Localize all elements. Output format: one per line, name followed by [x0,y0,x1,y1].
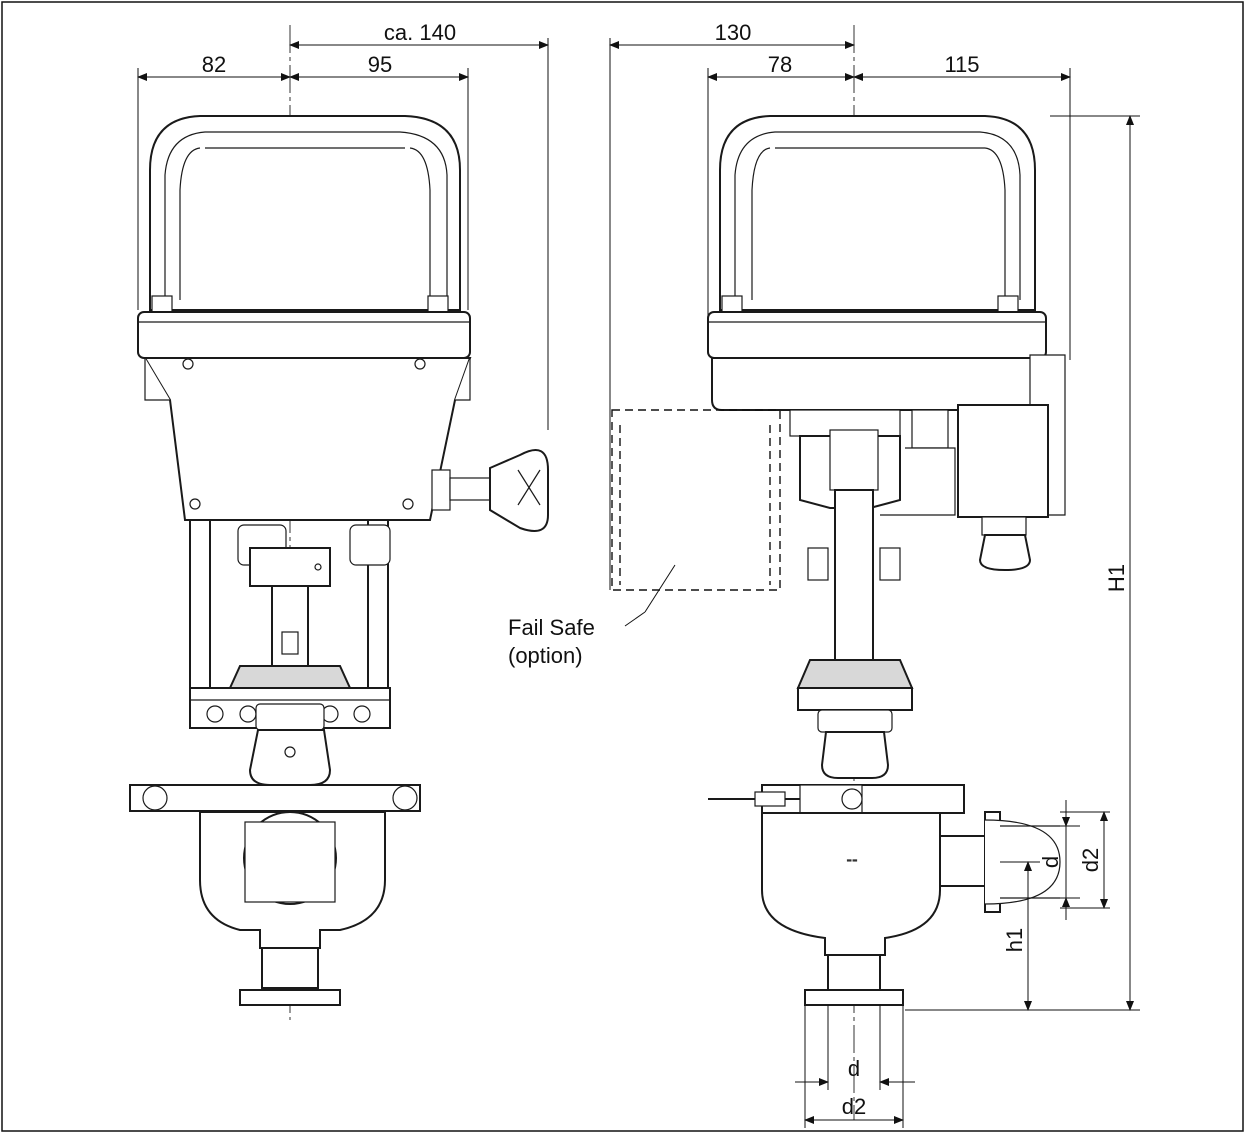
left-bonnet-nut [228,665,352,689]
left-bottom-ferrule [239,989,341,1006]
left-actuator-housing [143,357,472,521]
left-actuator-flange [137,311,471,359]
dim-label-130: 130 [715,20,752,45]
fail-safe-option-label: (option) [508,643,583,668]
left-view: ca. 140 82 95 [129,20,549,1020]
right-side-port [939,835,986,887]
dim-label-H1: H1 [1104,564,1129,592]
cable-gland [978,534,1032,572]
right-view: 130 78 115 [508,20,1140,1128]
right-actuator-housing [711,357,1041,411]
right-valve-neck [820,731,890,779]
right-bonnet-nut [796,659,914,689]
right-valve-body [761,812,941,956]
dim-label-side-d: d [1038,856,1063,868]
dim-label-h1: h1 [1002,928,1027,952]
fail-safe-outline [611,409,781,591]
svg-text:▬▬: ▬▬ [846,857,858,864]
dim-label-ca140: ca. 140 [384,20,456,45]
handwheel [489,449,549,532]
fail-safe-label: Fail Safe [508,615,595,640]
left-clamp [129,784,421,812]
left-bottom-port [261,947,319,989]
dim-label-115: 115 [944,52,979,77]
dim-label-95: 95 [368,52,392,77]
right-actuator-flange [707,311,1047,359]
right-electrical-box [957,404,1049,518]
right-bottom-ferrule [804,989,904,1006]
right-stem [834,489,874,661]
dim-label-78: 78 [768,52,792,77]
left-yoke-post-l [189,519,211,691]
right-bottom-port [827,954,881,991]
dim-label-side-d2: d2 [1078,848,1103,872]
dim-label-bottom-d: d [848,1056,860,1081]
dim-label-bottom-d2: d2 [842,1094,866,1119]
right-bonnet-flange [797,687,913,711]
dim-label-82: 82 [202,52,226,77]
handwheel-spindle [449,477,491,501]
